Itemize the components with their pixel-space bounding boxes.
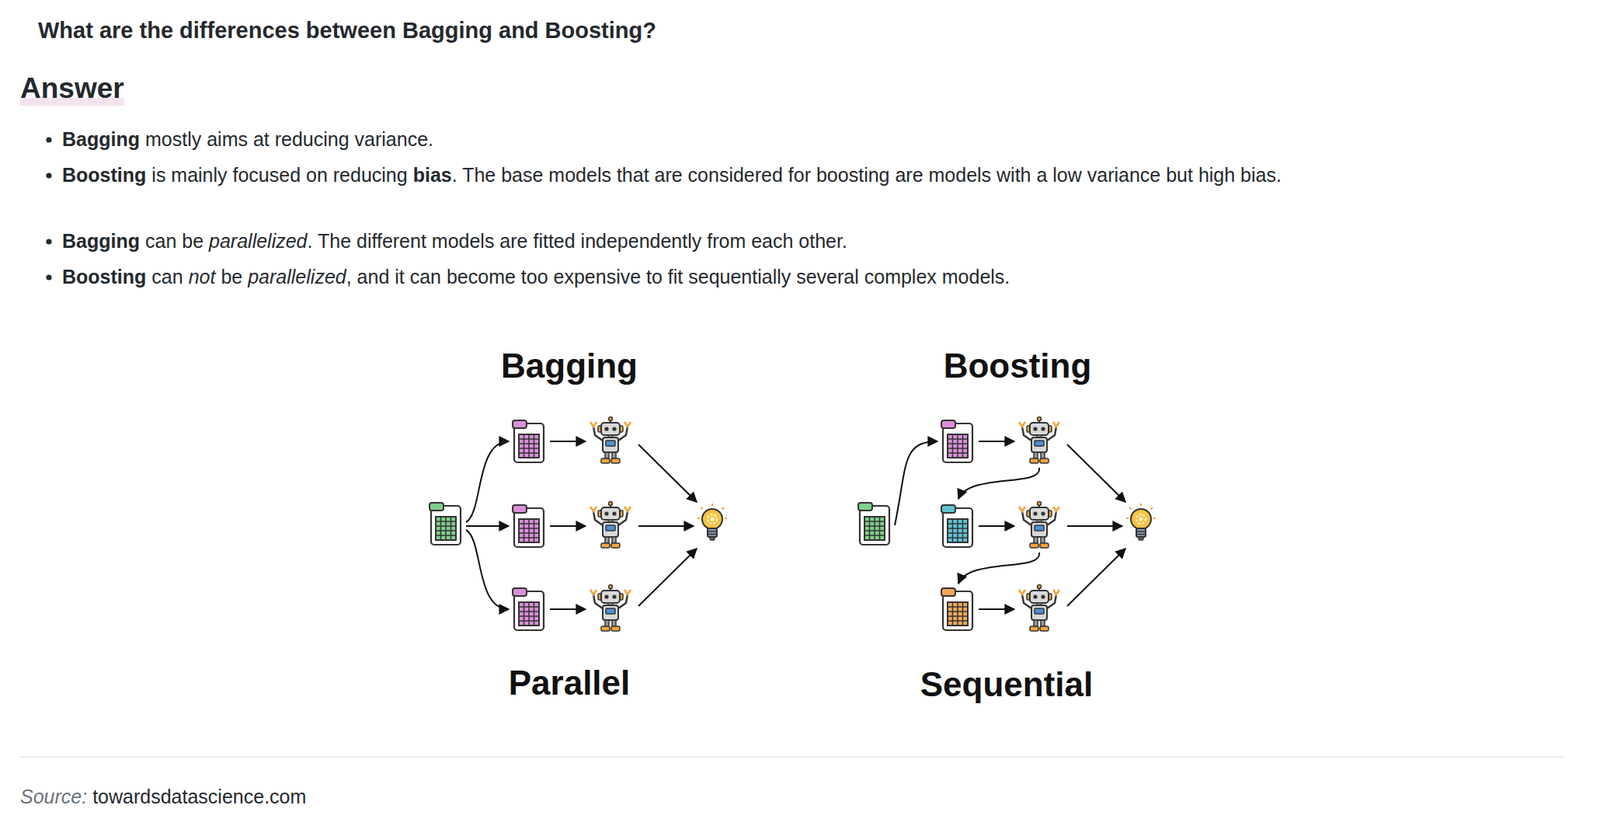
text-run: parallelized	[208, 229, 307, 252]
text-line: Baggingcan beparallelized. The different…	[62, 229, 848, 253]
text-run: . The different models are fitted indepe…	[307, 229, 848, 252]
text-run: mostly aims at reducing variance.	[145, 128, 434, 150]
text-run: Boosting	[62, 163, 147, 186]
section-heading: Answer	[20, 71, 125, 106]
text-run: parallelized	[247, 265, 346, 288]
text-run: be	[220, 265, 243, 288]
text-run: is mainly focused on reducing	[151, 163, 407, 186]
text-run: Bagging	[62, 229, 140, 252]
text-run: can be	[145, 229, 204, 252]
text-run: Boosting	[62, 265, 147, 288]
text-line: Boostingcannotbeparallelized, and it can…	[62, 264, 1010, 289]
diagram-caption: Parallel	[508, 661, 631, 703]
diagram-heading: Boosting	[943, 344, 1093, 387]
text-run: Source:	[20, 785, 87, 807]
text-run: towardsdatascience.com	[92, 785, 307, 807]
diagram-caption: Sequential	[920, 663, 1094, 705]
text-run: not	[188, 265, 216, 288]
text-run: . The base models that are considered fo…	[452, 163, 1282, 186]
text-run: bias	[413, 163, 453, 186]
text-line: Boostingis mainly focused on reducing bia…	[62, 163, 1282, 187]
text-line: Source:towardsdatascience.com	[20, 784, 307, 808]
page-title: What are the differences between Bagging…	[38, 17, 657, 45]
text-run: can	[151, 265, 183, 288]
text-run: Bagging	[62, 128, 140, 150]
text-line: Baggingmostly aims at reducing variance.	[62, 127, 434, 151]
text-run: , and it can become too expensive to fit…	[346, 265, 1011, 288]
diagram-heading: Bagging	[500, 344, 638, 387]
